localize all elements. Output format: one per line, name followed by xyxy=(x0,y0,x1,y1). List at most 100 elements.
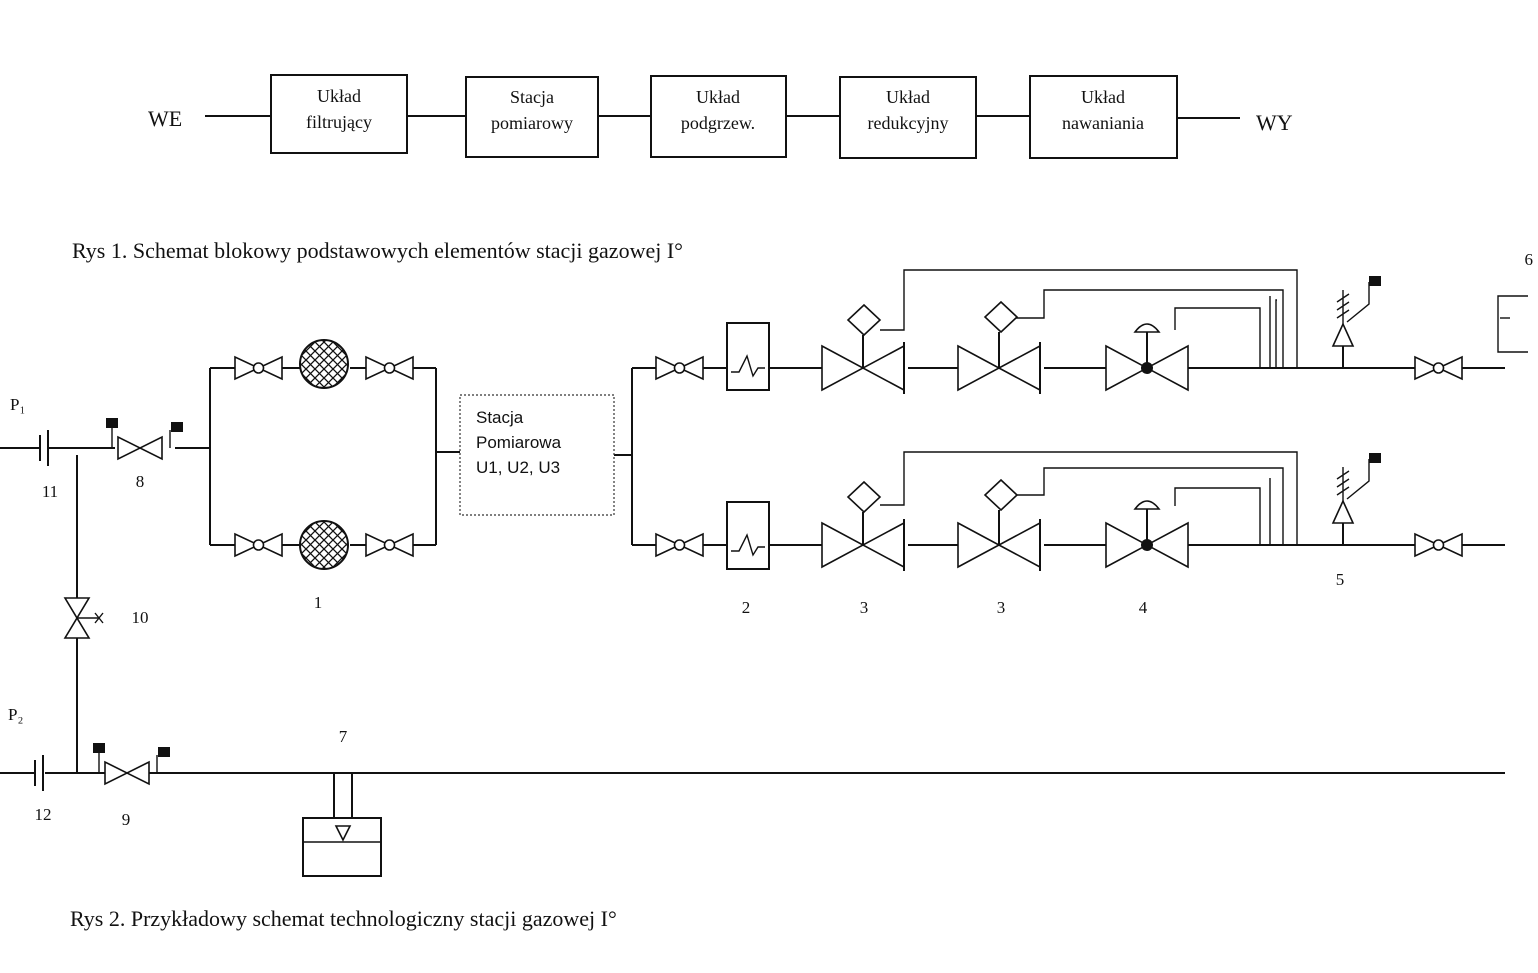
actuator-diamond xyxy=(983,300,1019,334)
flag xyxy=(158,747,170,757)
valve-ball xyxy=(252,362,265,374)
impulse-line xyxy=(1275,299,1277,368)
filter-icon xyxy=(299,339,349,389)
block-metering-line1: Stacja xyxy=(510,87,554,107)
block-filtering-line2: filtrujący xyxy=(306,112,372,132)
actuator-diamond xyxy=(983,478,1019,512)
metering-station-line2: Pomiarowa xyxy=(476,433,562,452)
figure-1-caption: Rys 1. Schemat blokowy podstawowych elem… xyxy=(72,238,683,263)
safety-valve-icon xyxy=(821,480,905,571)
heater-icon xyxy=(726,501,770,570)
insulating-joint-12 xyxy=(34,755,44,791)
gate-valve-9-icon xyxy=(93,743,170,786)
valve-ball xyxy=(252,539,265,551)
heater-coil xyxy=(731,533,765,557)
block-filtering xyxy=(270,74,408,154)
impulse-line xyxy=(1016,467,1284,545)
output-label-wy: WY xyxy=(1256,110,1293,135)
tank-level-mark xyxy=(334,825,352,842)
pressure-regulator-icon xyxy=(1105,323,1189,392)
block-metering-line2: pomiarowy xyxy=(491,113,573,133)
pressure-label-p2: P₂ xyxy=(8,705,23,724)
item-number-10: 10 xyxy=(132,608,149,627)
relief-outlet xyxy=(1346,459,1370,500)
block-heating-line1: Układ xyxy=(696,87,740,107)
valve-body xyxy=(117,435,163,461)
item-number-9: 9 xyxy=(122,810,131,829)
block-filtering-line1: Układ xyxy=(317,86,361,106)
block-odorization-line2: nawaniania xyxy=(1062,113,1144,133)
safety-valve-icon xyxy=(957,478,1041,571)
item-number-6: 6 xyxy=(1525,250,1534,269)
pressure-label-p1: P₁ xyxy=(10,395,25,414)
bypass-valve-10-icon xyxy=(63,597,104,639)
valve-ball xyxy=(383,539,396,551)
relief-flag xyxy=(1369,276,1381,286)
tank-body xyxy=(302,817,382,877)
technological-schematic: Stacja Pomiarowa U1, U2, U3 P₁ P₂ 1 2 3 … xyxy=(0,250,1533,931)
relief-spring xyxy=(1336,290,1350,324)
item-number-3a: 3 xyxy=(860,598,869,617)
regulator-diaphragm xyxy=(1133,323,1161,333)
impulse-line xyxy=(880,269,1298,368)
valve-ball xyxy=(673,362,686,374)
block-diagram: WE WY Układ filtrujący Stacja pomiarowy … xyxy=(72,74,1293,263)
relief-spring xyxy=(1336,467,1350,501)
item-number-3b: 3 xyxy=(997,598,1006,617)
item-number-11: 11 xyxy=(42,482,58,501)
figure-2-caption: Rys 2. Przykładowy schemat technologiczn… xyxy=(70,906,617,931)
block-reduction-line2: redukcyjny xyxy=(868,113,949,133)
ball-valve-icon xyxy=(365,532,414,558)
input-label-we: WE xyxy=(148,106,182,131)
heater-coil xyxy=(731,354,765,378)
item-number-1: 1 xyxy=(314,593,323,612)
block-reduction-line1: Układ xyxy=(886,87,930,107)
relief-valve-icon xyxy=(1331,453,1381,545)
valve-ball xyxy=(1432,362,1445,374)
metering-station-line1: Stacja xyxy=(476,408,524,427)
item-number-2: 2 xyxy=(742,598,751,617)
safety-valve-icon xyxy=(821,303,905,394)
equipment-symbols xyxy=(34,276,1528,877)
item-number-5: 5 xyxy=(1336,570,1345,589)
flag xyxy=(93,743,105,753)
block-metering xyxy=(465,76,599,158)
valve-ball xyxy=(383,362,396,374)
relief-seat xyxy=(1331,499,1355,524)
impulse-line xyxy=(1174,487,1261,545)
actuator-diamond xyxy=(846,480,882,514)
flag xyxy=(171,422,183,432)
actuator-diamond xyxy=(846,303,882,337)
ball-valve-icon xyxy=(234,355,283,381)
flag xyxy=(106,418,118,428)
relief-seat xyxy=(1331,322,1355,347)
valve-ball xyxy=(673,539,686,551)
block-heating-line2: podgrzew. xyxy=(681,113,755,133)
item-number-7: 7 xyxy=(339,727,348,746)
item-number-8: 8 xyxy=(136,472,145,491)
impulse-line xyxy=(880,451,1298,545)
regulator-diaphragm xyxy=(1133,500,1161,510)
relief-flag xyxy=(1369,453,1381,463)
ball-valve-icon xyxy=(655,355,704,381)
block-odorization xyxy=(1029,75,1178,159)
relief-outlet xyxy=(1346,282,1370,323)
ball-valve-icon xyxy=(365,355,414,381)
impulse-line xyxy=(1174,307,1261,368)
insulating-joint-11 xyxy=(39,430,49,466)
filter-icon xyxy=(299,520,349,570)
metering-station-line3: U1, U2, U3 xyxy=(476,458,560,477)
block-heating xyxy=(650,75,787,158)
gate-valve-8-icon xyxy=(106,418,183,461)
valve-body xyxy=(104,760,150,786)
relief-valve-icon xyxy=(1331,276,1381,368)
valve-cross xyxy=(94,612,104,624)
block-odorization-line1: Układ xyxy=(1081,87,1125,107)
odorizer-box-partial xyxy=(1497,295,1528,353)
condensate-tank-7-icon xyxy=(302,773,382,877)
block-reduction xyxy=(839,76,977,159)
ball-valve-icon xyxy=(1414,355,1463,381)
valve-ball xyxy=(1432,539,1445,551)
